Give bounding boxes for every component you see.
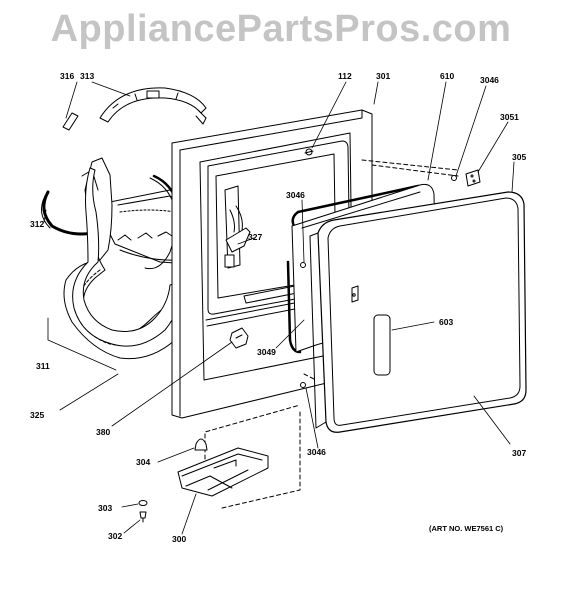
callout-313: 313 [80, 71, 94, 81]
callout-3051: 3051 [500, 112, 519, 122]
callout-112: 112 [338, 71, 352, 81]
callout-304: 304 [136, 457, 150, 467]
callout-312: 312 [30, 219, 44, 229]
part-303-washer [138, 500, 148, 506]
part-3046-screws [300, 175, 457, 388]
art-number: (ART NO. WE7561 C) [429, 524, 504, 533]
part-300-drawer [177, 447, 269, 497]
callout-380: 380 [96, 427, 110, 437]
part-3051-hinge-block [465, 169, 481, 187]
callout-302: 302 [108, 531, 122, 541]
part-316-strip [62, 112, 79, 131]
callout-327: 327 [248, 232, 262, 242]
callout-307: 307 [512, 448, 526, 458]
callout-301: 301 [376, 71, 390, 81]
callout-610: 610 [440, 71, 454, 81]
callout-3046-top: 3046 [480, 75, 499, 85]
part-304-foot [194, 438, 208, 451]
part-313-hinge-bracket [99, 87, 207, 125]
callout-311: 311 [36, 361, 50, 371]
callout-305: 305 [512, 152, 526, 162]
callout-603: 603 [439, 317, 453, 327]
part-380-switch [229, 327, 249, 349]
callout-300: 300 [172, 534, 186, 544]
part-307-door [309, 191, 527, 433]
part-327-strike [224, 205, 251, 268]
part-312-gasket [42, 190, 100, 236]
callout-325: 325 [30, 410, 44, 420]
part-302-screw [139, 511, 147, 523]
callout-3046-bottom: 3046 [307, 447, 326, 457]
callout-316: 316 [60, 71, 74, 81]
callout-labels: 316 313 112 301 610 3046 3051 305 3046 3… [30, 71, 526, 544]
callout-3049: 3049 [257, 347, 276, 357]
callout-303: 303 [98, 503, 112, 513]
callout-3046-mid: 3046 [286, 190, 305, 200]
watermark-text: AppliancePartsPros.com [50, 8, 512, 50]
